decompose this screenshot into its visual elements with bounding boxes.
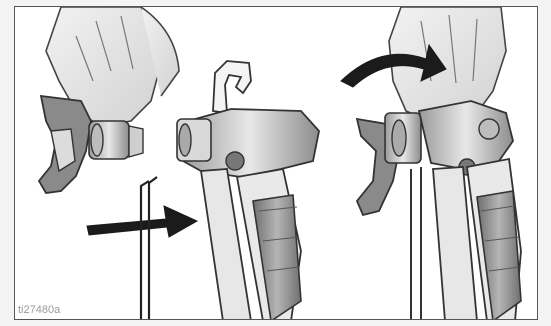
spray-gun-illustration	[15, 7, 538, 320]
spray-gun-icon	[357, 101, 521, 320]
spray-gun-icon	[141, 61, 319, 320]
figure-border	[14, 6, 538, 320]
figure-id-label: ti27480a	[18, 304, 60, 316]
